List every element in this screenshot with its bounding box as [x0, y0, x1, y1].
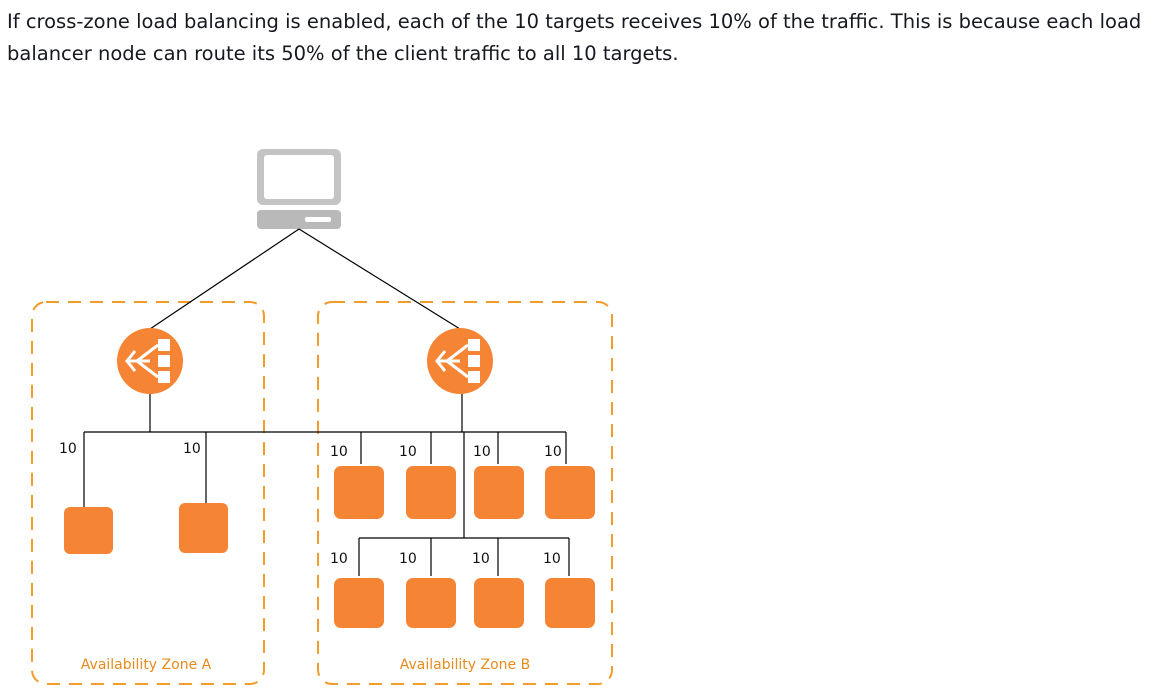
availability-zone-b-boundary: [317, 301, 613, 685]
target-weight-label: 10: [183, 441, 201, 457]
target-weight-label: 10: [330, 444, 348, 460]
target-instance-icon: [406, 466, 456, 519]
availability-zone-b-label: Availability Zone B: [400, 657, 530, 673]
intro-paragraph: If cross-zone load balancing is enabled,…: [7, 10, 1142, 65]
target-instance-icon: [406, 578, 456, 628]
target-weight-label: 10: [59, 441, 77, 457]
target-instance-icon: [545, 466, 595, 519]
target-weight-label: 10: [544, 444, 562, 460]
availability-zone-a-boundary: [31, 301, 265, 685]
target-instance-icon: [334, 578, 384, 628]
target-weight-label: 10: [399, 551, 417, 567]
load-balancer-icon-zone-b: [427, 328, 493, 394]
target-instance-icon: [474, 578, 524, 628]
target-instance-icon: [334, 466, 384, 519]
target-instance-icon: [545, 578, 595, 628]
target-weight-label: 10: [330, 551, 348, 567]
target-instance-icon: [64, 507, 113, 554]
target-instance-icon: [179, 503, 228, 553]
target-weight-label: 10: [472, 551, 490, 567]
target-weight-label: 10: [543, 551, 561, 567]
client-computer-icon: [257, 149, 341, 229]
target-weight-label: 10: [399, 444, 417, 460]
target-weight-label: 10: [473, 444, 491, 460]
availability-zone-a-label: Availability Zone A: [81, 657, 212, 673]
target-instance-icon: [474, 466, 524, 519]
load-balancer-icon-zone-a: [117, 328, 183, 394]
connector-lines: [83, 228, 570, 576]
